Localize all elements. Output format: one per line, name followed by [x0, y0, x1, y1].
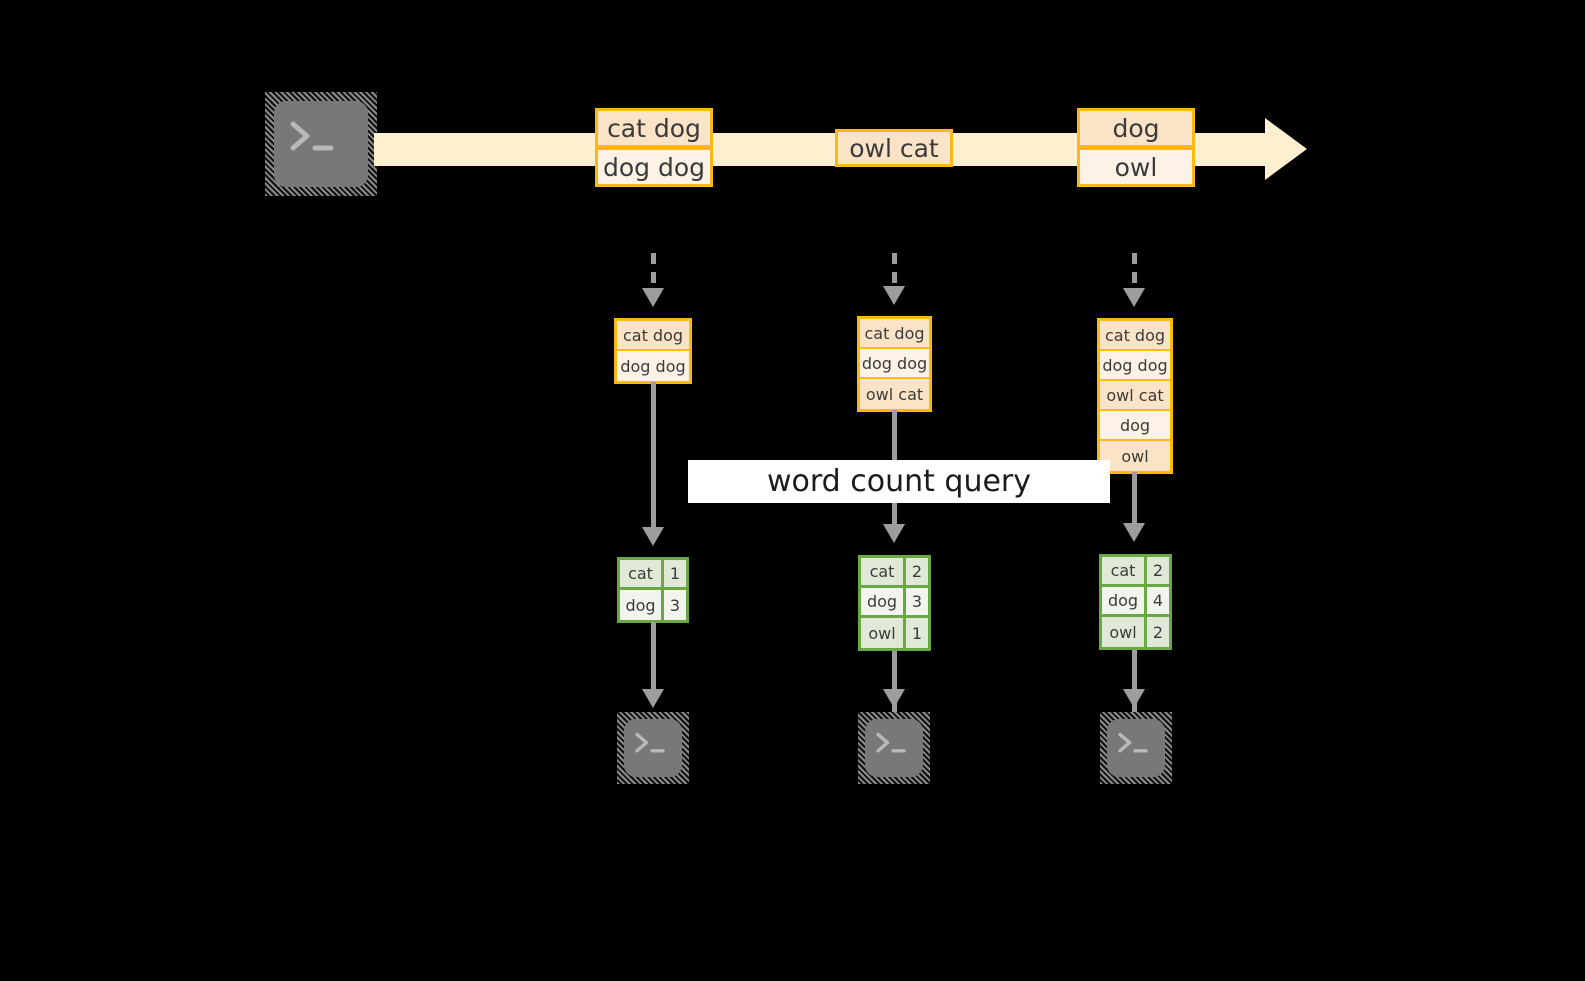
snapshot-3-inbound-arrowhead: [1123, 288, 1145, 307]
stream-event-3-line-1: dog: [1077, 108, 1195, 148]
snapshot-1-sink-shaft: [651, 622, 656, 690]
result-word-cell: owl: [861, 618, 906, 648]
terminal-prompt-icon: [1118, 733, 1148, 753]
snapshot-3-sink-terminal-icon: [1100, 712, 1172, 784]
snapshot-2-record-row: cat dog: [860, 319, 929, 349]
snapshot-3-sink-shaft: [1132, 650, 1137, 717]
snapshot-3-record-row: dog dog: [1100, 351, 1170, 381]
snapshot-1-records: cat dog dog dog: [614, 318, 692, 384]
result-count-cell: 1: [664, 560, 686, 587]
stream-event-1-line-2: dog dog: [595, 147, 713, 187]
snapshot-2-inbound-arrowhead: [883, 286, 905, 305]
snapshot-3-query-shaft: [1132, 472, 1137, 524]
result-count-cell: 1: [906, 618, 928, 648]
stream-event-1-line-1: cat dog: [595, 108, 713, 148]
terminal-prompt-icon: [635, 733, 665, 753]
snapshot-3-record-row: owl cat: [1100, 381, 1170, 411]
snapshot-3-query-arrowhead: [1123, 523, 1145, 542]
snapshot-1-inbound-arrowhead: [642, 288, 664, 307]
table-row: cat 2: [861, 558, 928, 588]
table-row: dog 3: [861, 588, 928, 618]
result-count-cell: 3: [664, 590, 686, 620]
terminal-screen: [865, 719, 923, 777]
snapshot-2-inbound-dashed-shaft: [892, 253, 897, 287]
table-row: cat 1: [620, 560, 686, 590]
result-word-cell: dog: [1102, 587, 1147, 614]
snapshot-1-record-row: dog dog: [617, 351, 689, 381]
table-row: owl 2: [1102, 617, 1169, 647]
stream-event-2-line-1: owl cat: [835, 129, 953, 167]
snapshot-3-result-table: cat 2 dog 4 owl 2: [1099, 554, 1172, 650]
result-count-cell: 2: [906, 558, 928, 585]
snapshot-2-sink-shaft: [892, 651, 897, 717]
snapshot-1-sink-terminal-icon: [617, 712, 689, 784]
result-count-cell: 2: [1147, 617, 1169, 647]
snapshot-2-sink-terminal-icon: [858, 712, 930, 784]
stream-arrow-head: [1265, 118, 1307, 180]
table-row: owl 1: [861, 618, 928, 648]
snapshot-1-sink-arrowhead: [642, 689, 664, 708]
table-row: dog 4: [1102, 587, 1169, 617]
result-count-cell: 2: [1147, 557, 1169, 584]
result-word-cell: cat: [861, 558, 906, 585]
snapshot-2-records: cat dog dog dog owl cat: [857, 316, 932, 412]
snapshot-2-record-row: owl cat: [860, 379, 929, 409]
query-label: word count query: [688, 460, 1110, 503]
result-word-cell: cat: [620, 560, 664, 587]
result-count-cell: 3: [906, 588, 928, 615]
snapshot-1-inbound-dashed-shaft: [651, 253, 656, 289]
snapshot-1-record-row: cat dog: [617, 321, 689, 351]
result-word-cell: dog: [861, 588, 906, 615]
snapshot-3-sink-arrowhead: [1123, 689, 1145, 708]
terminal-screen: [624, 719, 682, 777]
snapshot-2-result-table: cat 2 dog 3 owl 1: [858, 555, 931, 651]
snapshot-3-record-row: cat dog: [1100, 321, 1170, 351]
result-word-cell: cat: [1102, 557, 1147, 584]
result-word-cell: owl: [1102, 617, 1147, 647]
snapshot-3-record-row: dog: [1100, 411, 1170, 441]
snapshot-3-records: cat dog dog dog owl cat dog owl: [1097, 318, 1173, 474]
result-count-cell: 4: [1147, 587, 1169, 614]
terminal-screen: [1107, 719, 1165, 777]
stream-event-3-line-2: owl: [1077, 147, 1195, 187]
snapshot-1-query-arrowhead: [642, 527, 664, 546]
snapshot-1-result-table: cat 1 dog 3: [617, 557, 689, 623]
terminal-prompt-icon: [290, 121, 334, 151]
table-row: cat 2: [1102, 557, 1169, 587]
snapshot-3-inbound-dashed-shaft: [1132, 253, 1137, 289]
table-row: dog 3: [620, 590, 686, 620]
terminal-screen: [274, 101, 368, 187]
source-terminal-icon: [265, 92, 377, 196]
snapshot-3-record-row: owl: [1100, 441, 1170, 471]
terminal-prompt-icon: [876, 733, 906, 753]
snapshot-2-query-arrowhead: [883, 524, 905, 543]
snapshot-2-record-row: dog dog: [860, 349, 929, 379]
snapshot-2-sink-arrowhead: [883, 689, 905, 708]
result-word-cell: dog: [620, 590, 664, 620]
snapshot-1-query-shaft: [651, 382, 656, 528]
